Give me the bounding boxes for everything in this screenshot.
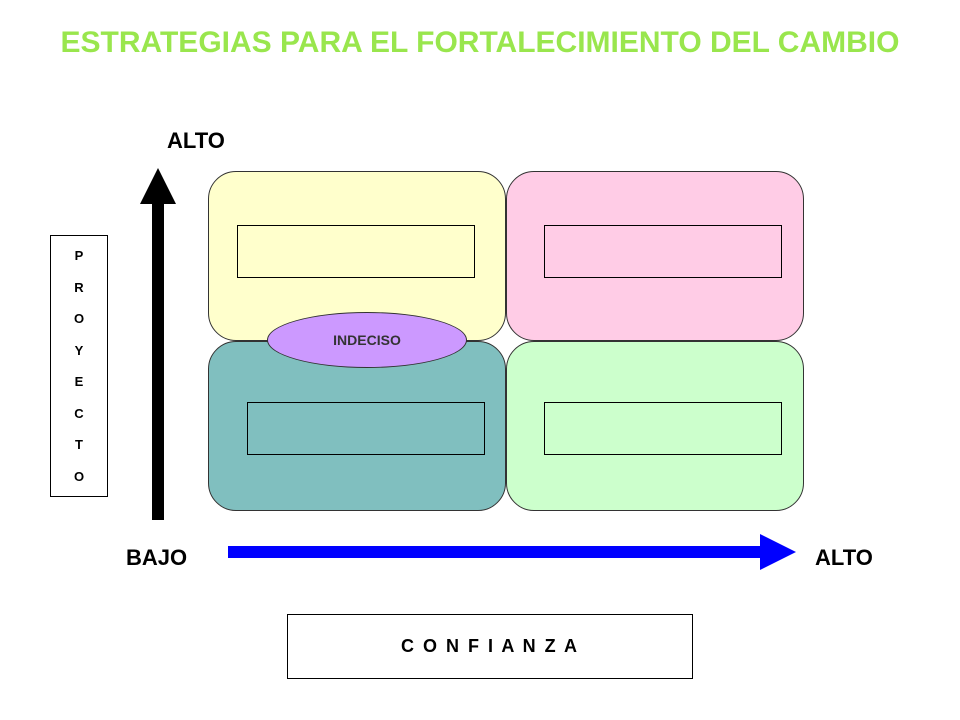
y-axis-letter: O bbox=[73, 468, 85, 484]
y-axis-letter: Y bbox=[74, 342, 84, 358]
y-axis-letter: C bbox=[74, 405, 84, 421]
y-axis-letter: R bbox=[74, 279, 84, 295]
x-axis-name: C O N F I A N Z A bbox=[401, 636, 579, 656]
center-ellipse: INDECISO bbox=[267, 312, 467, 368]
quadrant-top-left-text-box bbox=[237, 225, 475, 278]
vertical-arrow-head bbox=[140, 168, 176, 204]
quadrant-bottom-right-text-box bbox=[544, 402, 782, 455]
y-axis-high-label: ALTO bbox=[167, 128, 225, 153]
y-axis-name-box: P R O Y E C T O bbox=[50, 235, 108, 497]
horizontal-arrow-head bbox=[760, 534, 796, 570]
center-ellipse-label: INDECISO bbox=[333, 332, 401, 348]
vertical-arrow-shaft bbox=[152, 200, 164, 520]
horizontal-arrow bbox=[228, 534, 796, 570]
y-axis-letter: O bbox=[73, 311, 85, 327]
vertical-arrow bbox=[140, 168, 176, 520]
quadrant-bottom-left-text-box bbox=[247, 402, 485, 455]
y-axis-letter: E bbox=[74, 374, 84, 390]
horizontal-arrow-shaft bbox=[228, 546, 768, 558]
x-axis-low-label: BAJO bbox=[126, 545, 188, 570]
quadrant-top-right-text-box bbox=[544, 225, 782, 278]
x-axis-name-box: C O N F I A N Z A bbox=[287, 614, 693, 679]
y-axis-letter: T bbox=[75, 437, 83, 453]
diagram-title: ESTRATEGIAS PARA EL FORTALECIMIENTO DEL … bbox=[60, 26, 900, 59]
x-axis-high-label: ALTO bbox=[815, 545, 873, 570]
y-axis-letter: P bbox=[74, 248, 84, 264]
